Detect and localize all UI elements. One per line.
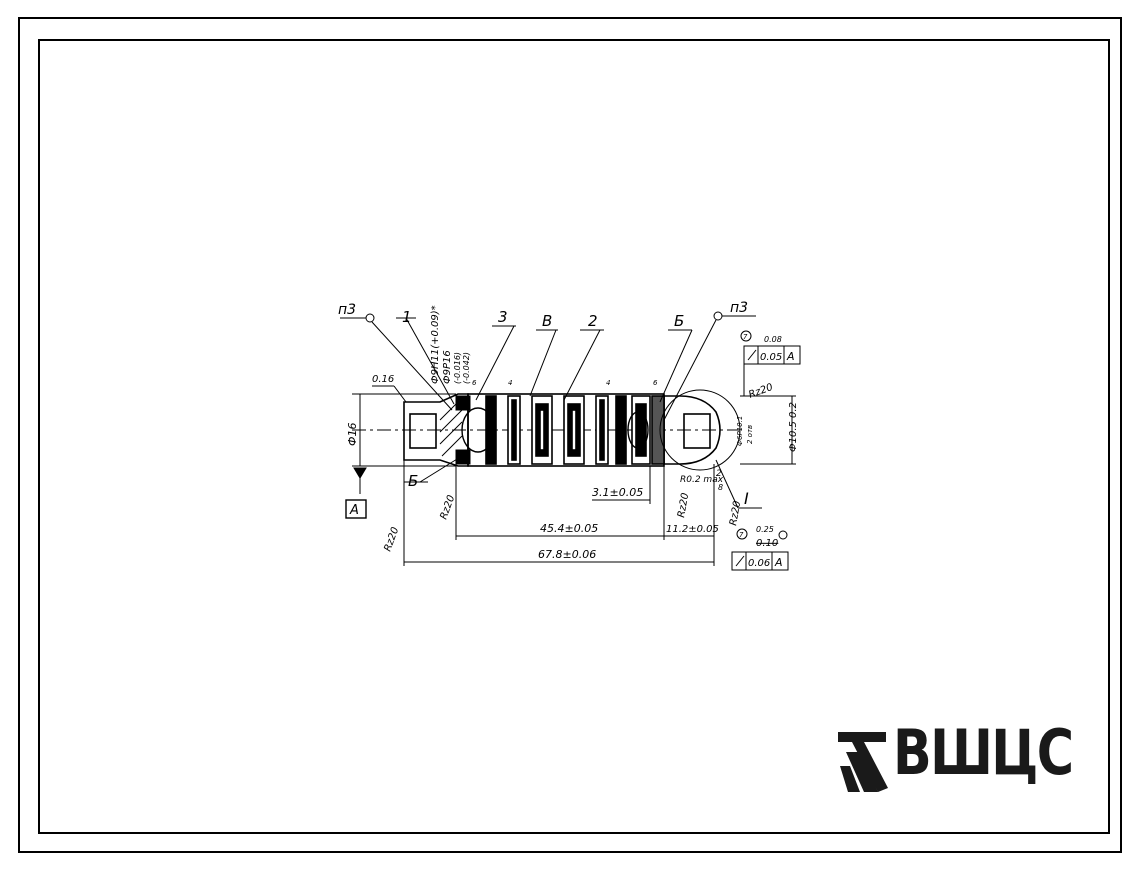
label-pos-v: В xyxy=(542,312,552,330)
dimension-lines xyxy=(353,364,796,570)
label-diameter-16: Ф16 xyxy=(346,423,359,446)
lens-shapes xyxy=(461,407,649,453)
label-pos-b-bottom: Б xyxy=(408,472,418,490)
label-p3-left: п3 xyxy=(338,302,356,318)
label-mark-7a: 7 xyxy=(743,333,748,341)
label-offset-016: 0.16 xyxy=(372,374,394,385)
tolerance-frame-bottom xyxy=(731,528,789,571)
label-tol-bottom-datum: A xyxy=(774,556,783,569)
label-inner-fit-b: 2 отв xyxy=(746,425,754,444)
label-mark-4b: 4 xyxy=(606,379,610,387)
vniis-logo-icon xyxy=(838,732,888,792)
label-tol-top-datum: A xyxy=(786,350,795,363)
detail-circle xyxy=(659,389,741,471)
label-pos-1: 1 xyxy=(402,308,412,326)
label-tol-top-small: 0.08 xyxy=(764,335,782,344)
label-mark-8: 8 xyxy=(718,483,723,492)
label-dim-454: 45.4±0.05 xyxy=(540,522,598,535)
label-rz20-a: Rz20 xyxy=(747,382,774,401)
logo-text: ВШЦС xyxy=(893,716,1074,789)
label-fit-second: Ф9Р16 xyxy=(442,350,453,384)
label-dim-31: 3.1±0.05 xyxy=(592,486,643,499)
hatch-left xyxy=(439,395,471,465)
label-pos-b-top: Б xyxy=(674,312,684,330)
label-mark-2: 2 xyxy=(716,469,722,479)
label-rz20-e: Rz20 xyxy=(728,500,743,526)
label-pos-3: 3 xyxy=(498,308,508,326)
label-inner-fit: Ф6Р10.1 xyxy=(736,416,744,446)
leader-lines xyxy=(340,311,762,509)
label-pos-2: 2 xyxy=(588,312,598,330)
label-rz20-d: Rz20 xyxy=(676,492,691,518)
label-detail: I xyxy=(744,489,749,508)
label-fit-third: (-0.016) xyxy=(453,352,462,384)
label-mark-4a: 4 xyxy=(508,379,512,387)
label-rz20-b: Rz20 xyxy=(438,494,457,521)
tolerance-frame-top xyxy=(740,330,801,365)
label-dim-112: 11.2±0.05 xyxy=(666,524,719,535)
coil-segments xyxy=(485,395,665,465)
inner-frame xyxy=(38,39,1110,834)
label-tol-bottom-value: 0.06 xyxy=(748,558,770,569)
label-r02: R0.2 max xyxy=(680,475,724,485)
label-mark-6b: 6 xyxy=(653,379,658,387)
label-fit-top: Ф9Н11(+0.09)* xyxy=(430,305,441,384)
label-mark-7b: 7 xyxy=(739,531,744,539)
label-mark-6a: 6 xyxy=(472,379,477,387)
label-tol-top-value: 0.05 xyxy=(760,352,782,363)
label-p3-right: п3 xyxy=(730,300,748,316)
outer-frame xyxy=(18,17,1122,853)
label-fit-fourth: (-0.042) xyxy=(462,352,471,384)
label-tol-bottom-strike: 0.10 xyxy=(756,538,778,549)
label-rz20-c: Rz20 xyxy=(382,526,401,553)
label-diameter-105: Ф10.5 0.2 xyxy=(788,402,799,452)
label-tol-bottom-small: 0.25 xyxy=(756,525,774,534)
label-dim-678: 67.8±0.06 xyxy=(538,548,596,561)
datum-box xyxy=(345,499,367,519)
label-datum: A xyxy=(349,503,359,518)
